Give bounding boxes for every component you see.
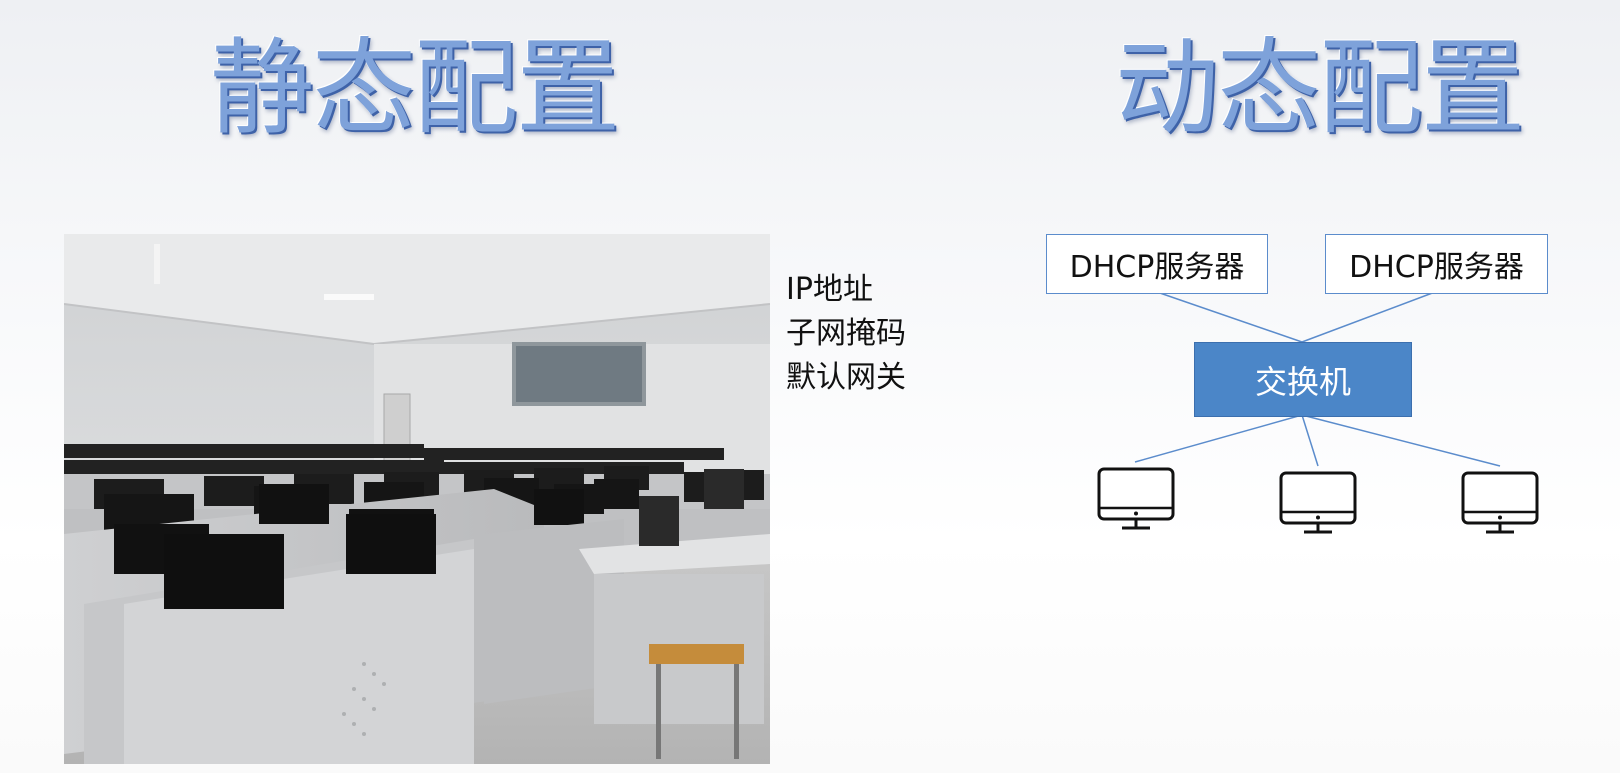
link-server-right — [1301, 291, 1436, 343]
link-pc-left — [1134, 414, 1303, 463]
switch-box: 交换机 — [1194, 342, 1412, 417]
link-pc-middle — [1301, 414, 1319, 467]
default-gateway-label: 默认网关 — [786, 360, 906, 395]
monitor-icon — [1097, 467, 1175, 530]
dhcp-server-box: DHCP服务器 — [1046, 234, 1268, 294]
subnet-mask-label: 子网掩码 — [786, 316, 906, 351]
monitor-icon — [1461, 471, 1539, 534]
dynamic-config-title: 动态配置 — [1115, 27, 1525, 149]
static-parameter-list: IP地址 子网掩码 默认网关 — [786, 268, 906, 400]
link-pc-right — [1301, 414, 1501, 467]
computer-lab-photo — [64, 234, 770, 764]
monitor-icon — [1279, 471, 1357, 534]
ip-address-label: IP地址 — [786, 272, 873, 307]
static-config-title: 静态配置 — [210, 27, 620, 149]
link-server-left — [1156, 291, 1303, 343]
dhcp-server-box: DHCP服务器 — [1325, 234, 1548, 294]
